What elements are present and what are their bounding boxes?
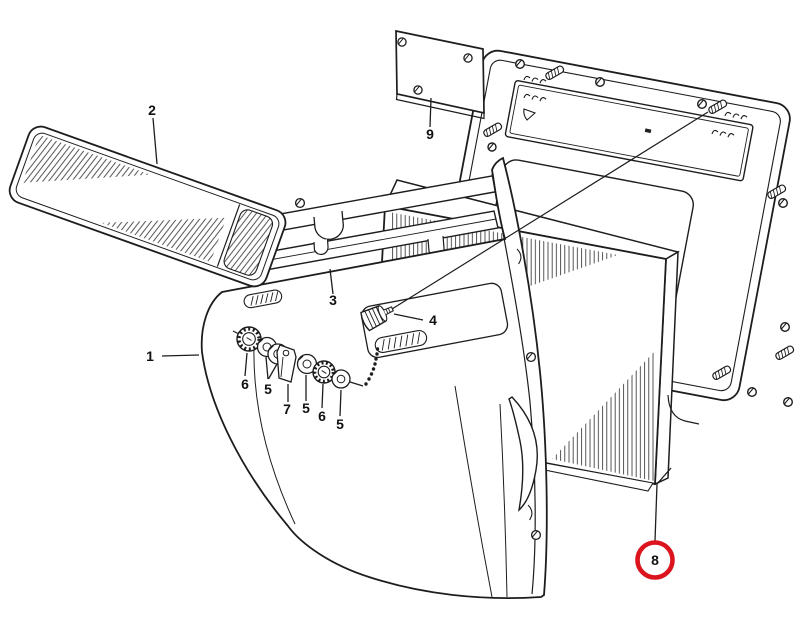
flange-notch xyxy=(313,210,344,240)
callout-2: 2 xyxy=(148,102,156,118)
frame-d-mark xyxy=(523,108,537,121)
leader-8 xyxy=(654,467,672,542)
callout-6b: 6 xyxy=(318,408,326,424)
callout-5b: 5 xyxy=(302,400,310,416)
callout-1: 1 xyxy=(146,348,154,364)
part-2-lid-panel xyxy=(8,125,287,288)
box-rear-corner-line xyxy=(667,394,700,425)
frame-screw-holes xyxy=(487,58,794,408)
door-outline xyxy=(200,156,548,599)
door-form-line-right xyxy=(499,403,508,598)
part-4-thumbscrew xyxy=(360,305,395,332)
part-5-washer xyxy=(331,369,351,389)
callout-4: 4 xyxy=(429,312,437,328)
rail-notch-left xyxy=(313,238,329,256)
box-hatch-bottom xyxy=(552,352,654,481)
part-9-small-panel xyxy=(395,29,485,120)
leader-lines xyxy=(152,97,709,542)
part-7-clip xyxy=(276,344,297,383)
callout-5c: 5 xyxy=(336,416,344,432)
door-handle xyxy=(508,396,538,512)
leader-5ab xyxy=(265,356,278,380)
callout-9: 9 xyxy=(426,126,434,142)
part-6-nut xyxy=(312,360,336,384)
door-form-line-left xyxy=(253,344,296,525)
part-5-washer xyxy=(296,353,318,375)
door-edge-notch-top xyxy=(516,248,522,265)
lid-end-cap xyxy=(223,209,274,276)
callout-6a: 6 xyxy=(241,376,249,392)
callout-3: 3 xyxy=(329,292,337,308)
frame-squiggle-marks xyxy=(523,75,748,138)
door-edge-notch-bottom xyxy=(527,504,533,521)
fastener-axis-tail xyxy=(349,381,364,387)
lid-hatch-right xyxy=(101,217,227,262)
part-6-nut xyxy=(236,326,262,352)
door-grille-slot xyxy=(243,289,283,309)
lid-hatch-left xyxy=(22,134,151,183)
highlight-circle xyxy=(635,540,675,580)
leader-3 xyxy=(329,268,334,295)
frame-small-mark xyxy=(644,128,652,134)
leader-9 xyxy=(429,97,432,128)
leader-4 xyxy=(393,313,424,321)
callout-7: 7 xyxy=(283,401,291,417)
fastener-row xyxy=(232,326,380,389)
callout-5a: 5 xyxy=(264,381,272,397)
part-1-front-cover xyxy=(200,156,548,599)
leader-6b xyxy=(321,383,324,409)
door-ledge-panel xyxy=(361,282,509,359)
leader-2 xyxy=(152,117,158,165)
frame-studs xyxy=(483,65,795,381)
mounting-dotted-line xyxy=(364,347,380,386)
leader-4-long xyxy=(391,111,709,310)
leader-6a xyxy=(244,352,248,377)
leader-5d xyxy=(339,389,342,417)
frame-window-cutout xyxy=(504,80,754,182)
leader-1 xyxy=(161,354,200,357)
door-form-line-mid xyxy=(454,385,493,598)
callout-8: 8 xyxy=(651,552,659,568)
